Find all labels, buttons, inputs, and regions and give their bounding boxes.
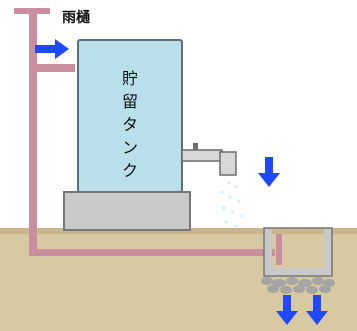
pit-wall-right [324,228,332,276]
arrow-right-icon [35,39,69,59]
tank-label-char: ク [122,161,138,180]
water-drop [224,220,228,224]
rock [312,277,324,285]
water-drop [222,206,226,210]
water-drop [231,210,235,214]
rain-gutter-label: 雨樋 [62,9,90,26]
rock [272,279,286,287]
faucet-spout-outline [219,151,237,176]
storage-tank [78,40,182,192]
pit-bottom [264,268,332,276]
rock [293,285,305,293]
pit-wall-left [264,228,272,276]
downpipe-elbow-top [29,64,75,72]
water-spray [220,181,244,228]
rock [267,285,279,293]
arrow-down-icon [258,157,280,187]
tank-label-char: 貯 [122,69,138,88]
arrow-down-shape [258,157,280,187]
tank-label-char: 留 [122,92,138,111]
water-drop [234,224,238,228]
faucet-handle [193,143,198,150]
rock [261,277,273,285]
water-drop [240,214,244,218]
infiltration-pit-icon [261,227,335,294]
arrow-down-icon [306,295,328,325]
tank-stand-outline [63,191,191,231]
rock [280,286,292,294]
tank-label-char: タ [122,115,138,134]
downpipe-vertical [29,8,37,256]
rock [286,277,298,285]
tank-stand [64,192,190,230]
arrow-down-shape [276,295,298,325]
water-drop [237,199,241,203]
tank-label-char: ン [122,138,138,157]
rock [306,286,318,294]
arrow-down-shape [306,295,328,325]
faucet-spout [220,152,236,175]
rock [298,279,312,287]
water-drop [220,190,224,194]
water-drop [234,185,238,189]
pit-outline [263,227,333,277]
arrow-right-shape [35,39,69,59]
downpipe-ground-run [29,249,275,256]
pit-inlet-pipe [276,234,282,265]
faucet-body [182,150,222,161]
water-drop [227,181,231,185]
rock [319,285,331,293]
arrow-down-icon [276,295,298,325]
rock [323,279,335,287]
water-drop [228,195,232,199]
faucet-icon [181,143,237,176]
